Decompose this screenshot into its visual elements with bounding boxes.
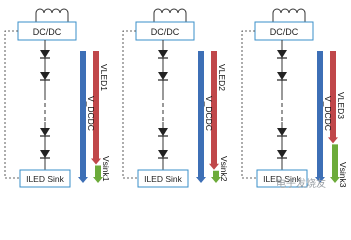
vsink-label: Vsink2 [219, 156, 229, 182]
led-4-triangle [158, 150, 168, 158]
led-diode-icon [277, 72, 287, 81]
vled-label: VLED3 [336, 92, 346, 119]
vdcdc-arrow [78, 51, 88, 183]
vdcdc-arrow [315, 51, 325, 183]
led-diode-icon [158, 72, 168, 81]
vsink-arrow [330, 144, 340, 183]
iled-sink-box [256, 169, 308, 188]
led-3-triangle [158, 128, 168, 136]
led-1-triangle [158, 50, 168, 58]
vsink-label: Vsink3 [338, 162, 348, 188]
vled-label: VLED2 [217, 64, 227, 91]
inductor-icon [272, 8, 306, 18]
dcdc-converter-label: DC/DC [151, 27, 180, 37]
vdcdc-label: V_DCDC [204, 96, 214, 131]
iled-sink-box [19, 169, 71, 188]
iled-sink-box [137, 169, 189, 188]
vled-label: VLED1 [99, 64, 109, 91]
led-3-triangle [277, 128, 287, 136]
iled-sink-label: ILED Sink [144, 174, 183, 184]
led-2-triangle [40, 72, 50, 80]
feedback-path [241, 30, 257, 179]
led-diode-icon [40, 150, 50, 159]
inductor-icon [35, 8, 69, 18]
dcdc-converter-label: DC/DC [270, 27, 299, 37]
vdcdc-arrow [196, 51, 206, 183]
vdcdc-label: V_DCDC [86, 96, 96, 131]
led-diode-icon [277, 50, 287, 59]
led-diode-icon [158, 50, 168, 59]
vsink-arrow [93, 165, 103, 183]
iled-sink-label: ILED Sink [263, 174, 302, 184]
led-1-triangle [277, 50, 287, 58]
feedback-path [122, 30, 138, 179]
led-diode-icon [158, 150, 168, 159]
vdcdc-label: V_DCDC [323, 96, 333, 131]
led-3-triangle [40, 128, 50, 136]
led-2-triangle [158, 72, 168, 80]
watermark: 电子发烧友 [276, 179, 326, 190]
led-diode-icon [277, 150, 287, 159]
dcdc-converter-label: DC/DC [33, 27, 62, 37]
led-2-triangle [277, 72, 287, 80]
led-diode-icon [40, 128, 50, 137]
led-4-triangle [277, 150, 287, 158]
inductor-icon [153, 8, 187, 18]
vled-arrow [91, 51, 101, 165]
vled-arrow [328, 51, 338, 144]
led-diode-icon [277, 128, 287, 137]
led-4-triangle [40, 150, 50, 158]
led-diode-icon [158, 128, 168, 137]
iled-sink-label: ILED Sink [26, 174, 65, 184]
vsink-arrow [211, 170, 221, 183]
led-diode-icon [40, 72, 50, 81]
led-1-triangle [40, 50, 50, 58]
feedback-path [4, 30, 20, 179]
led-diode-icon [40, 50, 50, 59]
vsink-label: Vsink1 [101, 156, 111, 182]
vled-arrow [209, 51, 219, 170]
